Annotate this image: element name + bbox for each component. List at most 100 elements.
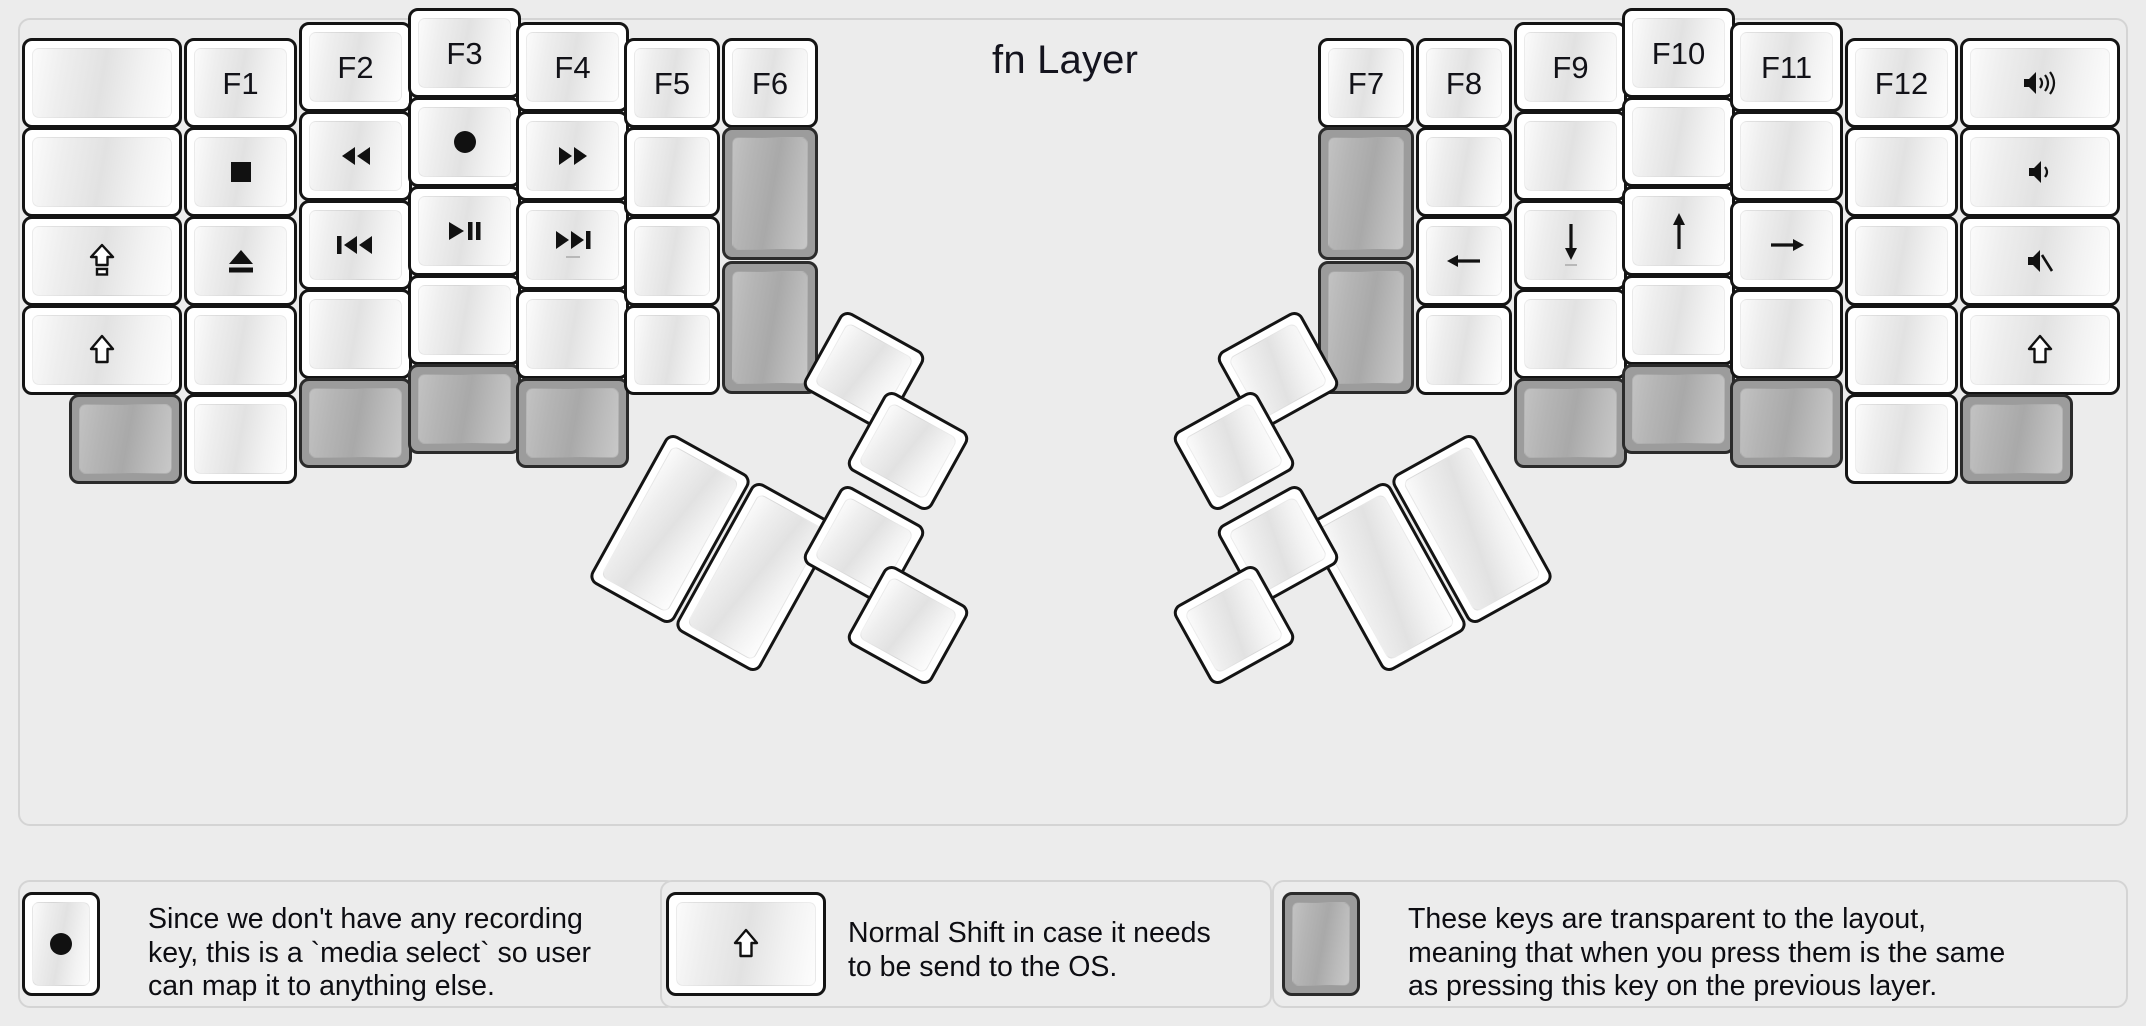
key-left-c2-r0[interactable]: F2 — [299, 22, 412, 112]
key-left-c2-r1[interactable] — [299, 111, 412, 201]
key-left-c5-r0[interactable]: F5 — [624, 38, 720, 128]
key-left-c5-r1[interactable] — [624, 127, 720, 217]
keycap-surface — [1524, 32, 1617, 102]
legend-text-1: Since we don't have any recording key, t… — [148, 903, 591, 1003]
keycap-surface — [1426, 48, 1502, 118]
key-right-c5-r4[interactable] — [1845, 394, 1958, 484]
keycap-surface — [32, 315, 172, 385]
keycap-surface — [1328, 271, 1404, 384]
key-right-c3-r0[interactable]: F10 — [1622, 8, 1735, 98]
key-left-c1-r3[interactable] — [184, 305, 297, 395]
key-left-c6-r0[interactable]: F6 — [722, 38, 818, 128]
keycap-surface — [309, 121, 402, 191]
key-left-c1-r0[interactable]: F1 — [184, 38, 297, 128]
key-right-c4-r4[interactable] — [1730, 378, 1843, 468]
legend-key-transparent[interactable] — [1282, 892, 1360, 996]
legend-key-shift[interactable] — [666, 892, 826, 996]
keycap-surface — [1970, 226, 2110, 296]
legend-text-2: Normal Shift in case it needs to be send… — [848, 917, 1211, 983]
key-left-c0-r3[interactable] — [22, 305, 182, 395]
keycap-surface — [32, 902, 90, 986]
key-right-c1-r0[interactable]: F8 — [1416, 38, 1512, 128]
key-left-c6-r1[interactable] — [722, 127, 818, 260]
key-right-c6-r2[interactable] — [1960, 216, 2120, 306]
key-left-c5-r3[interactable] — [624, 305, 720, 395]
keycap-surface — [732, 271, 808, 384]
key-right-c3-r3[interactable] — [1622, 275, 1735, 365]
key-right-c5-r3[interactable] — [1845, 305, 1958, 395]
key-right-c1-r1[interactable] — [1416, 127, 1512, 217]
key-left-c3-r0[interactable]: F3 — [408, 8, 521, 98]
key-right-c6-r3[interactable] — [1960, 305, 2120, 395]
key-right-c5-r2[interactable] — [1845, 216, 1958, 306]
key-right-c2-r0[interactable]: F9 — [1514, 22, 1627, 112]
keycap-surface — [194, 315, 287, 385]
key-left-c4-r0[interactable]: F4 — [516, 22, 629, 112]
key-right-c5-r0[interactable]: F12 — [1845, 38, 1958, 128]
key-left-c3-r4[interactable] — [408, 364, 521, 454]
keycap-surface — [634, 137, 710, 207]
key-left-c1-r1[interactable] — [184, 127, 297, 217]
keycap-surface — [1740, 32, 1833, 102]
key-left-c0-r0[interactable] — [22, 38, 182, 128]
key-right-c4-r3[interactable] — [1730, 289, 1843, 379]
key-right-c2-r1[interactable] — [1514, 111, 1627, 201]
keycap-surface — [1426, 226, 1502, 296]
key-right-c4-r2[interactable] — [1730, 200, 1843, 290]
key-left-c2-r2[interactable] — [299, 200, 412, 290]
key-right-c0-r1[interactable] — [1318, 127, 1414, 260]
keycap-surface — [32, 137, 172, 207]
key-left-c3-r1[interactable] — [408, 97, 521, 187]
key-right-c3-r2[interactable] — [1622, 186, 1735, 276]
legend-key-record[interactable] — [22, 892, 100, 996]
key-left-c1-r2[interactable] — [184, 216, 297, 306]
key-left-c0-r2[interactable] — [22, 216, 182, 306]
keycap-surface — [309, 210, 402, 280]
keycap-surface — [309, 299, 402, 369]
key-left-c2-r3[interactable] — [299, 289, 412, 379]
key-right-c1-r3[interactable] — [1416, 305, 1512, 395]
key-left-c0-r4[interactable] — [69, 394, 182, 484]
key-right-c6-r4[interactable] — [1960, 394, 2073, 484]
keycap-surface — [418, 107, 511, 177]
key-left-c3-r2[interactable] — [408, 186, 521, 276]
keycap-surface — [1632, 285, 1725, 355]
key-right-c2-r4[interactable] — [1514, 378, 1627, 468]
key-left-c4-r2[interactable] — [516, 200, 629, 290]
keycap-surface — [1855, 48, 1948, 118]
keycap-surface — [1970, 404, 2063, 474]
key-left-c4-r3[interactable] — [516, 289, 629, 379]
key-left-c1-r4[interactable] — [184, 394, 297, 484]
keycap-surface — [1524, 388, 1617, 458]
key-right-c4-r0[interactable]: F11 — [1730, 22, 1843, 112]
key-right-c2-r3[interactable] — [1514, 289, 1627, 379]
key-left-c2-r4[interactable] — [299, 378, 412, 468]
key-right-c1-r2[interactable] — [1416, 216, 1512, 306]
legend-frame-1 — [18, 880, 678, 1008]
keycap-surface — [32, 48, 172, 118]
key-left-c4-r4[interactable] — [516, 378, 629, 468]
key-right-c6-r0[interactable] — [1960, 38, 2120, 128]
key-right-c4-r1[interactable] — [1730, 111, 1843, 201]
key-right-c3-r4[interactable] — [1622, 364, 1735, 454]
key-left-c5-r2[interactable] — [624, 216, 720, 306]
key-left-c4-r1[interactable] — [516, 111, 629, 201]
key-right-c2-r2[interactable] — [1514, 200, 1627, 290]
key-right-c0-r2[interactable] — [1318, 261, 1414, 394]
key-right-c3-r1[interactable] — [1622, 97, 1735, 187]
keycap-surface — [634, 48, 710, 118]
key-left-c3-r3[interactable] — [408, 275, 521, 365]
keycap-surface — [634, 226, 710, 296]
key-left-c6-r2[interactable] — [722, 261, 818, 394]
key-right-c6-r1[interactable] — [1960, 127, 2120, 217]
keycap-surface — [1328, 137, 1404, 250]
keycap-surface — [676, 902, 816, 986]
key-left-c0-r1[interactable] — [22, 127, 182, 217]
key-right-c5-r1[interactable] — [1845, 127, 1958, 217]
keycap-surface — [1426, 315, 1502, 385]
keycap-surface — [418, 285, 511, 355]
keycap-surface — [32, 226, 172, 296]
key-right-c0-r0[interactable]: F7 — [1318, 38, 1414, 128]
keycap-surface — [1740, 388, 1833, 458]
